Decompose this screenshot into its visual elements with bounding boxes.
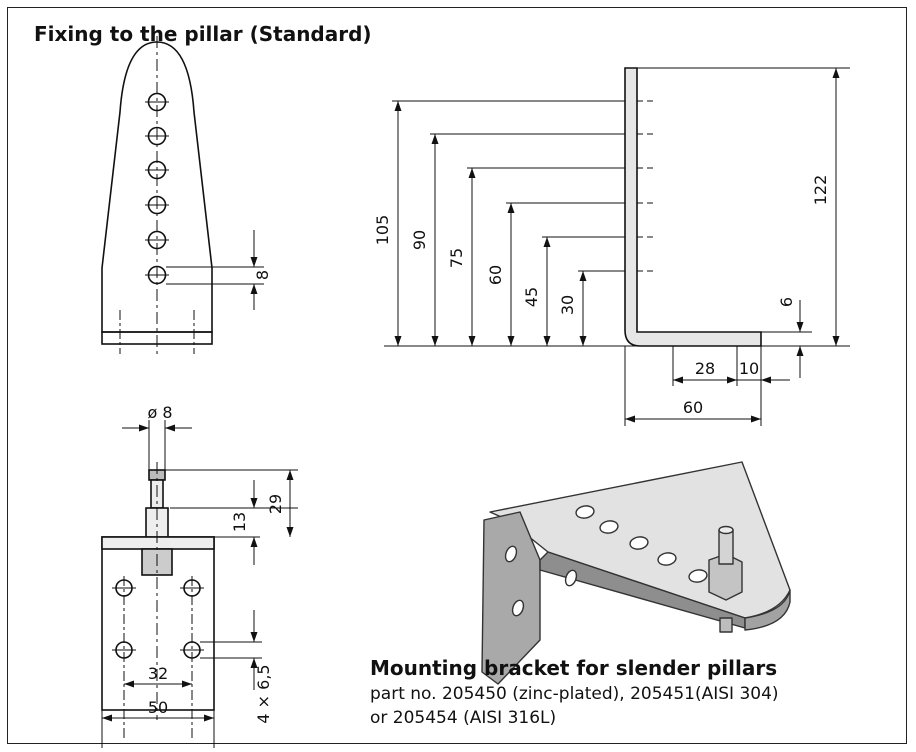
side-view-profile <box>624 67 762 347</box>
caption-part-numbers: part no. 205450 (zinc-plated), 205451(AI… <box>370 684 779 704</box>
front-view-hole-centerlines <box>119 310 195 354</box>
hole-pitch-label: 8 <box>253 270 272 280</box>
pin-view-holes <box>112 576 204 740</box>
dim-30-label: 30 <box>558 295 577 315</box>
bracket-holes <box>504 505 708 617</box>
dim-60-foot-label: 60 <box>683 398 703 417</box>
drawing-frame <box>7 7 907 744</box>
dim-45-label: 45 <box>522 287 541 307</box>
plate-width-label: 50 <box>148 698 168 717</box>
bracket-edge-round <box>744 589 791 631</box>
front-view-holes <box>145 92 169 285</box>
shoulder-label: 13 <box>230 512 249 532</box>
side-view <box>384 67 850 426</box>
foot-dimensions <box>624 346 790 426</box>
pin-plate-top <box>101 536 215 550</box>
pin-diameter-label: ø 8 <box>147 403 172 422</box>
dim-6-label: 6 <box>777 297 796 307</box>
bracket-3d-illustration <box>481 461 791 685</box>
dim-60-label: 60 <box>486 265 505 285</box>
thickness-dimension <box>761 300 812 378</box>
dim-105-label: 105 <box>373 215 392 246</box>
dim-90-label: 90 <box>410 230 429 250</box>
drawing-heading: Fixing to the pillar (Standard) <box>34 22 372 46</box>
dim-28-label: 28 <box>695 359 715 378</box>
dim-122-label: 122 <box>811 175 830 206</box>
dim-75-label: 75 <box>447 248 466 268</box>
side-view-hole-marks <box>392 100 657 272</box>
pin-length-label: 29 <box>266 494 285 514</box>
side-view-height-dimensions <box>394 68 840 346</box>
hole-spacing-label: 32 <box>148 664 168 683</box>
caption-title: Mounting bracket for slender pillars <box>370 656 778 680</box>
bracket-pin-bottom <box>719 617 733 633</box>
pin-diameter-dimension <box>122 420 192 470</box>
front-view <box>101 36 264 354</box>
holes-spec-dimension <box>200 610 262 690</box>
holes-spec-label: 4 × 6,5 <box>254 664 273 723</box>
bracket-pin <box>718 529 734 565</box>
hole-pitch-dimension <box>166 230 264 310</box>
side-view-baseline <box>384 67 850 347</box>
pin-length-dimensions <box>165 469 298 565</box>
pin-view <box>101 420 298 748</box>
plate-width-dimensions <box>101 680 215 748</box>
caption-part-numbers-cont: or 205454 (AISI 316L) <box>370 708 557 728</box>
bracket-pin-top <box>718 525 734 535</box>
dim-10-label: 10 <box>739 359 759 378</box>
bracket-flange-face <box>481 511 541 685</box>
